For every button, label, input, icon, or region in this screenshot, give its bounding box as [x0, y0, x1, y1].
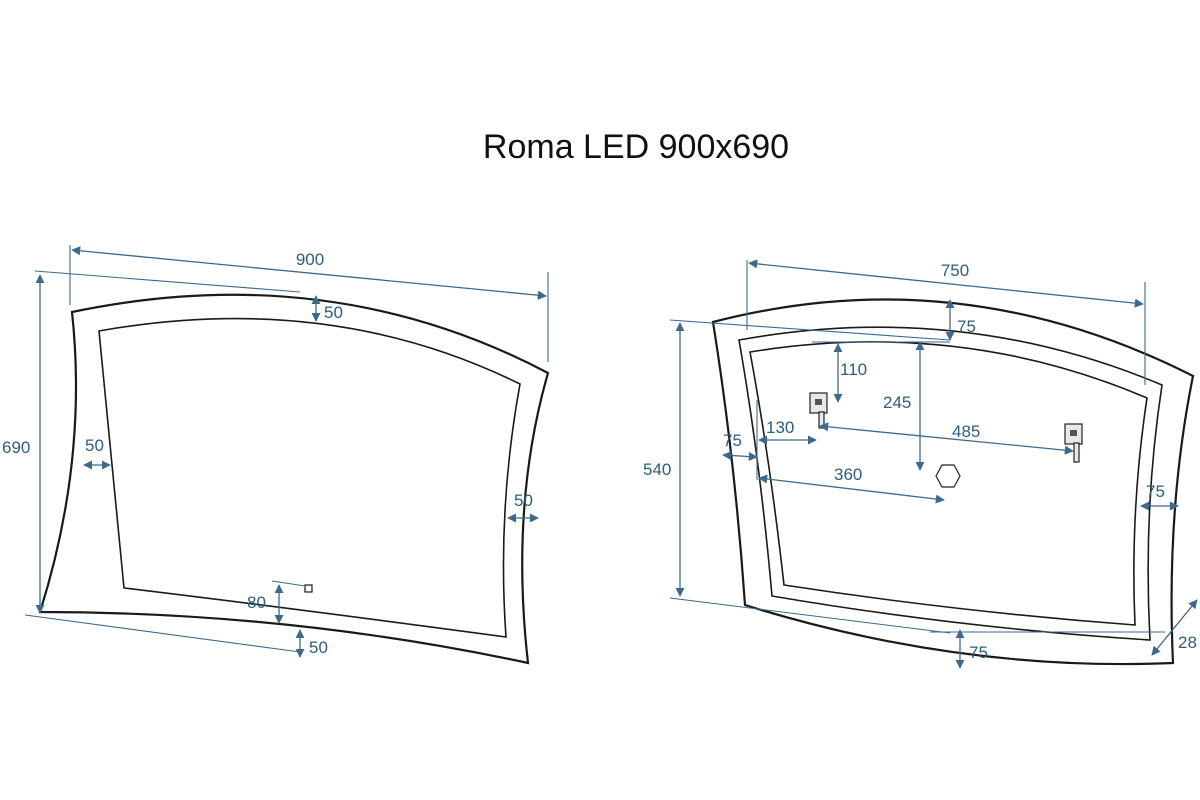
- back-bottom-offset-label: 75: [969, 643, 988, 662]
- back-center-offset-label: 360: [834, 465, 862, 484]
- back-width-label: 750: [941, 261, 969, 280]
- back-panel-outline: [738, 326, 1163, 641]
- back-hook-spacing-dim: [819, 422, 1074, 455]
- hook-left: [809, 392, 828, 429]
- back-depth-label: 28: [1178, 633, 1197, 652]
- back-height-label: 540: [643, 460, 671, 479]
- back-left-offset-dim: [722, 450, 758, 462]
- back-depth-dim: [1151, 599, 1198, 656]
- front-top-border-label: 50: [324, 303, 343, 322]
- back-view: 750 540 75 110 245 130 485 75 360 75: [643, 259, 1198, 669]
- front-width-dimension-line: [71, 246, 547, 300]
- front-led-band: [98, 317, 521, 638]
- back-left-offset-label: 75: [723, 431, 742, 450]
- back-panel-inner-edge: [749, 341, 1148, 626]
- hook-right: [1064, 423, 1083, 463]
- front-mirror-outline: [38, 293, 550, 665]
- back-top-offset-label: 75: [957, 317, 976, 336]
- back-hook-top-label: 110: [840, 360, 867, 379]
- back-width-dimension-line: [748, 259, 1144, 308]
- front-width-label: 900: [296, 250, 324, 269]
- back-hook-inset-label: 130: [766, 418, 794, 437]
- touch-sensor: [304, 584, 313, 593]
- center-socket: [935, 464, 961, 488]
- front-bottom-border-label: 50: [309, 638, 328, 657]
- back-hook-spacing-label: 485: [952, 422, 980, 441]
- back-center-offset-dim: [758, 474, 945, 504]
- front-sensor-label: 80: [247, 593, 266, 612]
- back-right-offset-label: 75: [1146, 482, 1165, 501]
- front-left-border-label: 50: [85, 436, 104, 455]
- drawing-title: Roma LED 900x690: [483, 128, 789, 166]
- front-height-label: 690: [2, 438, 30, 457]
- back-center-height-label: 245: [883, 393, 911, 412]
- front-right-border-label: 50: [514, 491, 533, 510]
- front-view: 900 690 50 50 50 80 50: [2, 245, 550, 665]
